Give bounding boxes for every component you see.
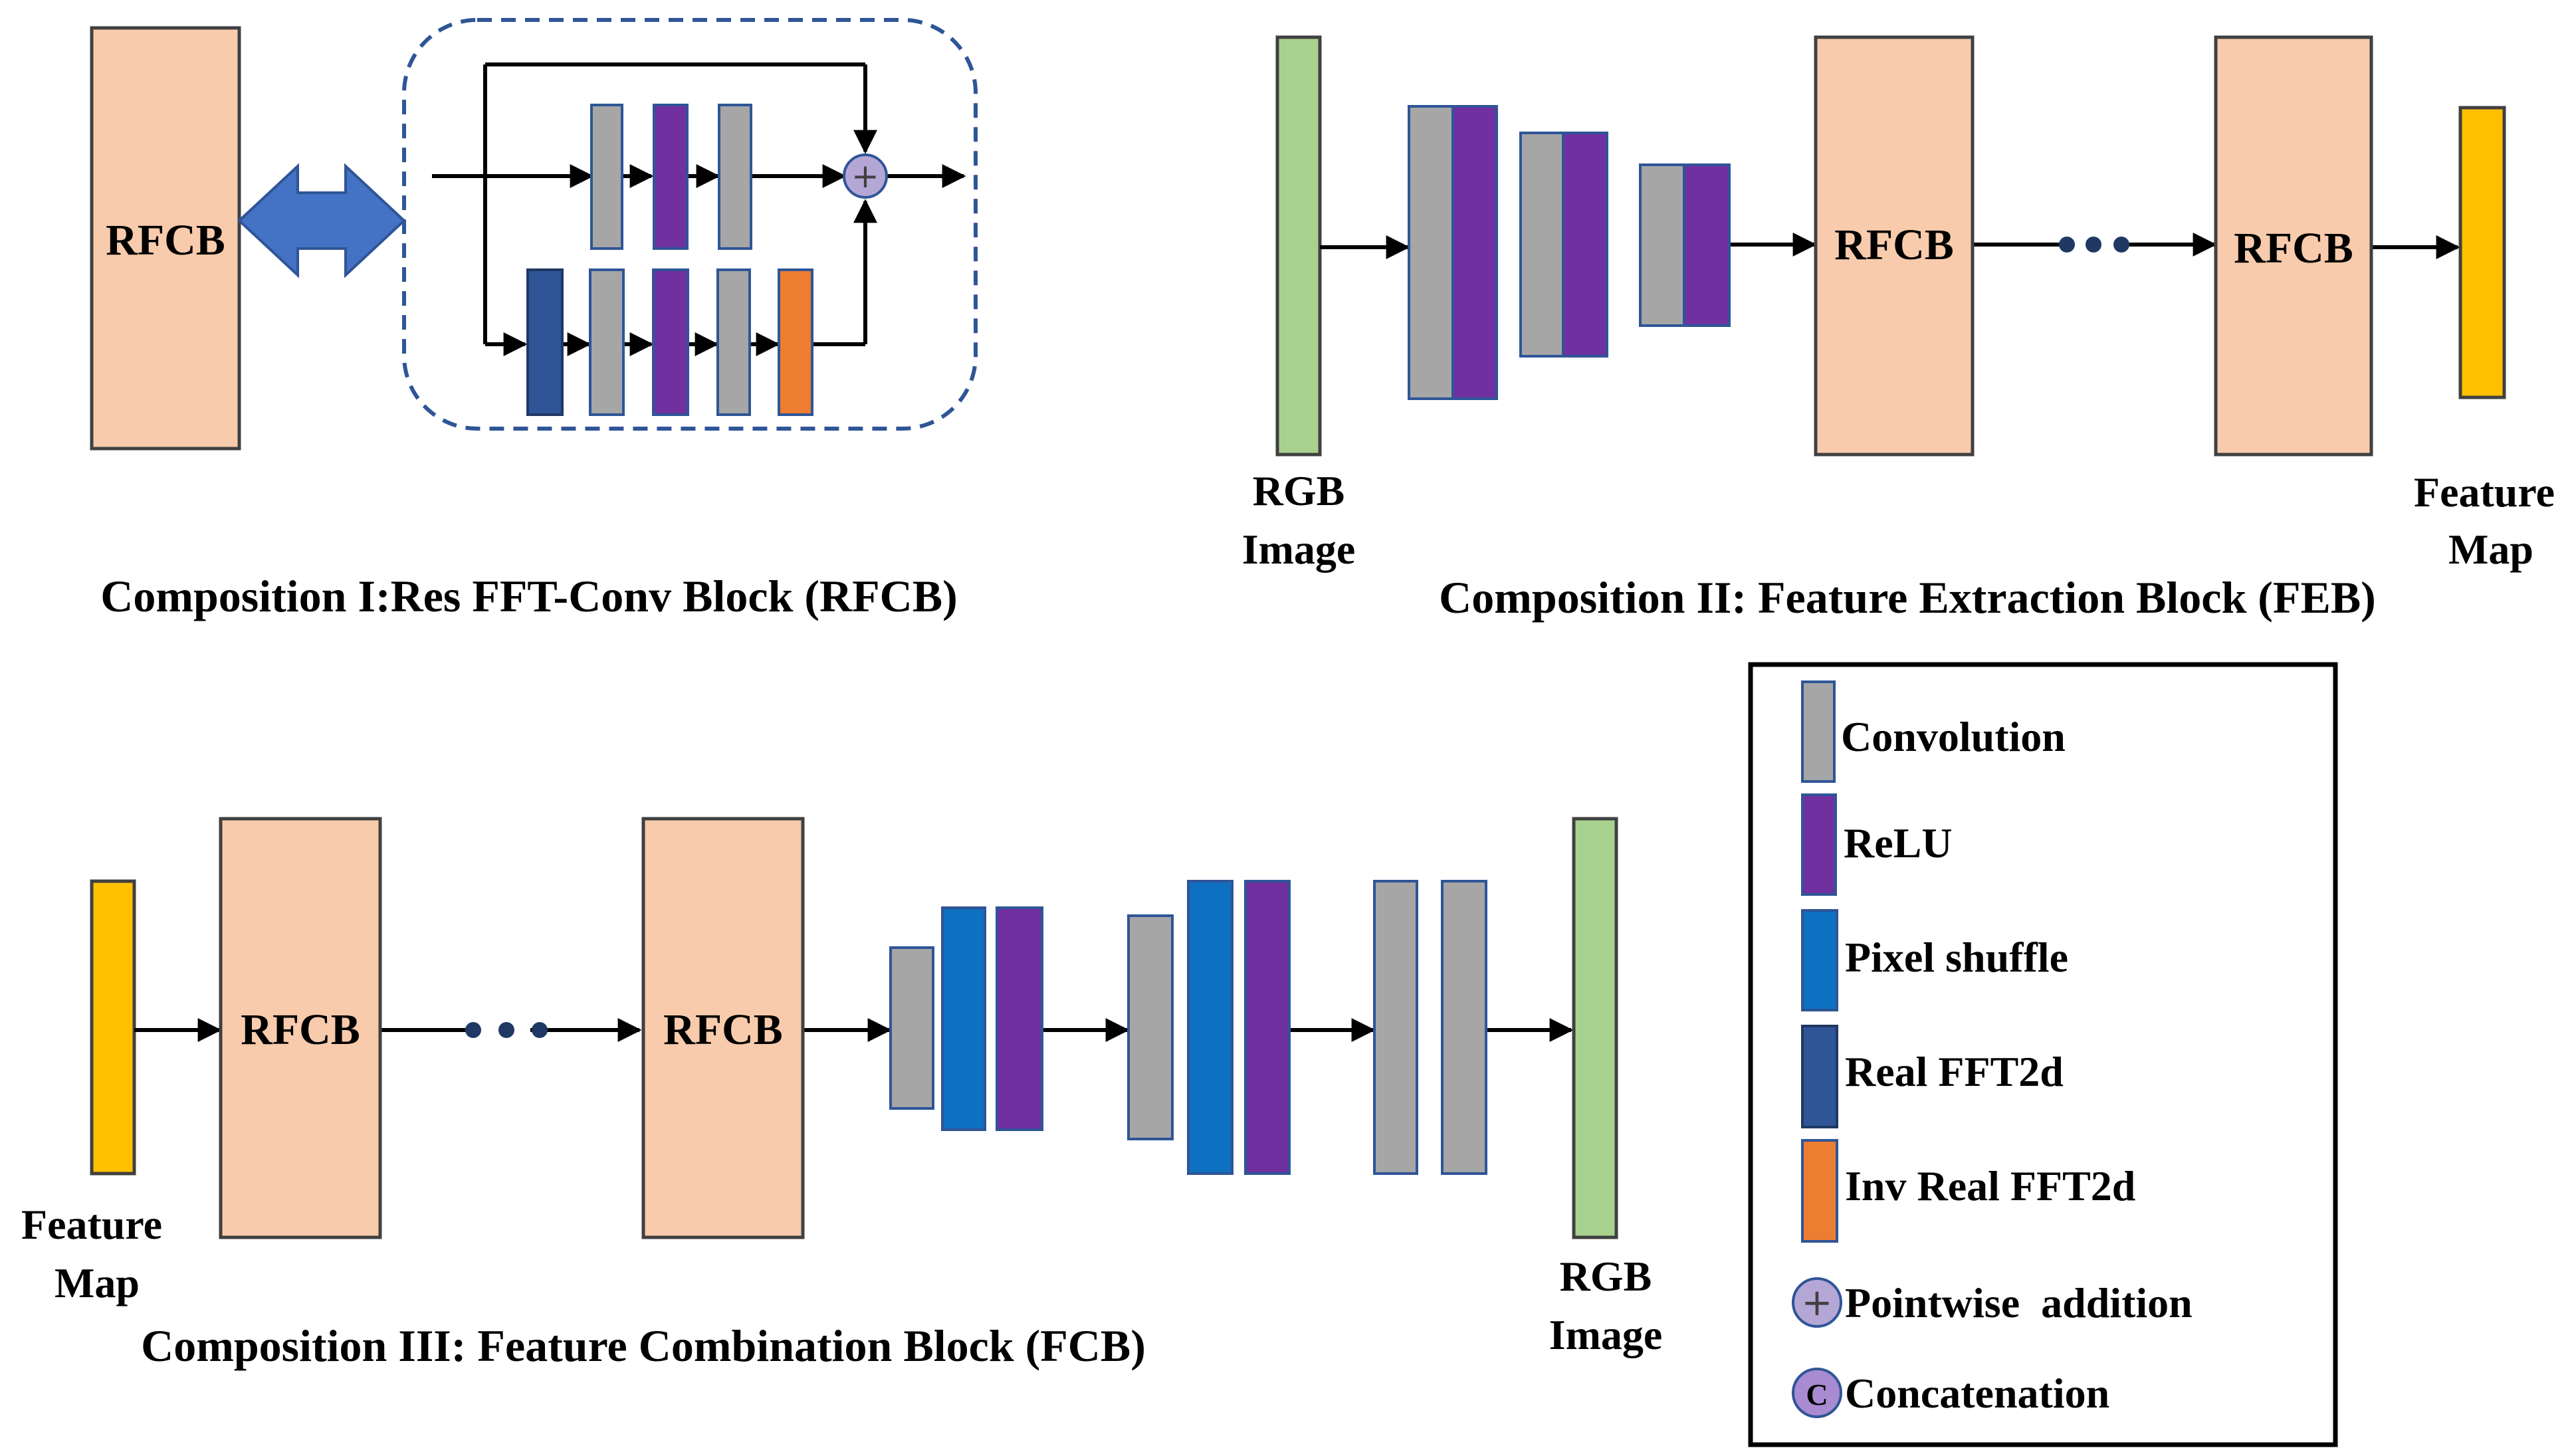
legend-label-pixel-shuffle: Pixel shuffle [1845, 934, 2068, 981]
rgb-image-block [1572, 817, 1618, 1239]
inv-real-fft-block [778, 268, 813, 416]
ellipsis-dot [2059, 237, 2075, 253]
real-fft-swatch [1801, 1025, 1838, 1128]
rfcb-detail-connections [432, 62, 966, 356]
pointwise-addition-icon [843, 154, 888, 199]
conv-block [718, 104, 752, 250]
rfcb-block [90, 26, 241, 451]
feature-map-label-line2: Map [2448, 526, 2533, 573]
legend-label-pointwise-addition: Pointwise addition [1845, 1279, 2193, 1326]
relu-block [1562, 132, 1608, 358]
legend: Convolution ReLU Pixel shuffle Real FFT2… [1748, 662, 2338, 1447]
pointwise-addition-symbol: + [1802, 1281, 1833, 1324]
relu-block [1683, 163, 1731, 327]
conv-block [889, 946, 934, 1110]
composition-3-caption: Composition III: Feature Combination Blo… [141, 1320, 1146, 1371]
ellipsis-dot [2086, 237, 2101, 253]
relu-block [1244, 880, 1291, 1175]
real-fft-block [526, 268, 564, 416]
legend-label-relu: ReLU [1844, 819, 1953, 867]
feature-map-block [2458, 106, 2506, 399]
rfcb-block [1814, 35, 1975, 457]
composition-2-caption: Composition II: Feature Extraction Block… [1439, 572, 2376, 623]
rfcb-label: RFCB [663, 1005, 783, 1054]
rfcb-block [641, 817, 805, 1239]
ellipsis-dot [498, 1022, 514, 1038]
relu-block [653, 104, 689, 250]
conv-block [1519, 132, 1564, 358]
feature-map-label-line1: Feature [21, 1201, 162, 1248]
rgb-image-block [1275, 35, 1322, 457]
relu-swatch [1801, 793, 1837, 896]
rgb-image-label-line1: RGB [1253, 467, 1345, 514]
legend-label-real-fft: Real FFT2d [1845, 1048, 2064, 1095]
pointwise-addition-icon [1792, 1277, 1842, 1328]
relu-block [1451, 105, 1498, 400]
rfcb-label: RFCB [1834, 221, 1954, 269]
double-arrow-icon [237, 163, 406, 278]
concatenation-icon [1792, 1368, 1842, 1418]
ellipsis-dot [2113, 237, 2129, 253]
rfcb-label: RFCB [241, 1005, 360, 1054]
conv-block [716, 268, 751, 416]
rfcb-detail-border [402, 18, 978, 431]
rfcb-block [219, 817, 382, 1239]
pointwise-addition-symbol: + [851, 157, 879, 195]
feature-map-label-line1: Feature [2414, 468, 2555, 516]
rfcb-label: RFCB [106, 216, 225, 264]
inv-real-fft-swatch [1801, 1139, 1838, 1243]
conv-block [589, 268, 625, 416]
ellipsis-dot [465, 1022, 481, 1038]
rgb-image-label-line2: Image [1242, 526, 1356, 573]
relu-block [652, 268, 689, 416]
conv-block [1408, 105, 1454, 400]
convolution-swatch [1801, 680, 1836, 783]
feb-connections [1320, 233, 2460, 259]
ellipsis-dot [532, 1022, 548, 1038]
feature-map-block [90, 879, 136, 1176]
conv-block [590, 104, 623, 250]
legend-label-inv-real-fft: Inv Real FFT2d [1845, 1162, 2135, 1209]
rfcb-block [2214, 35, 2373, 457]
conv-block [1441, 880, 1487, 1175]
composition-2: RGB Image RFCB RFCB Feature Map Composit… [1242, 35, 2555, 623]
pixel-shuffle-block [1187, 880, 1233, 1175]
pixel-shuffle-swatch [1801, 909, 1838, 1011]
conv-block [1373, 880, 1418, 1175]
composition-1-caption: Composition I:Res FFT-Conv Block (RFCB) [100, 571, 958, 621]
relu-block [996, 906, 1043, 1131]
rfcb-label: RFCB [2234, 224, 2353, 272]
legend-box [1748, 662, 2338, 1447]
conv-block [1639, 163, 1685, 327]
legend-label-convolution: Convolution [1841, 713, 2066, 760]
legend-label-concatenation: Concatenation [1845, 1370, 2109, 1417]
pixel-shuffle-block [941, 906, 986, 1131]
composition-3: Feature Map RFCB RFCB RGB Image Compos [21, 817, 1663, 1371]
conv-block [1127, 914, 1174, 1140]
rgb-image-label-line1: RGB [1560, 1253, 1652, 1300]
rgb-image-label-line2: Image [1549, 1311, 1663, 1358]
feature-map-label-line2: Map [54, 1259, 140, 1306]
concatenation-symbol: C [1806, 1378, 1828, 1411]
composition-1: RFCB + C [90, 18, 978, 621]
